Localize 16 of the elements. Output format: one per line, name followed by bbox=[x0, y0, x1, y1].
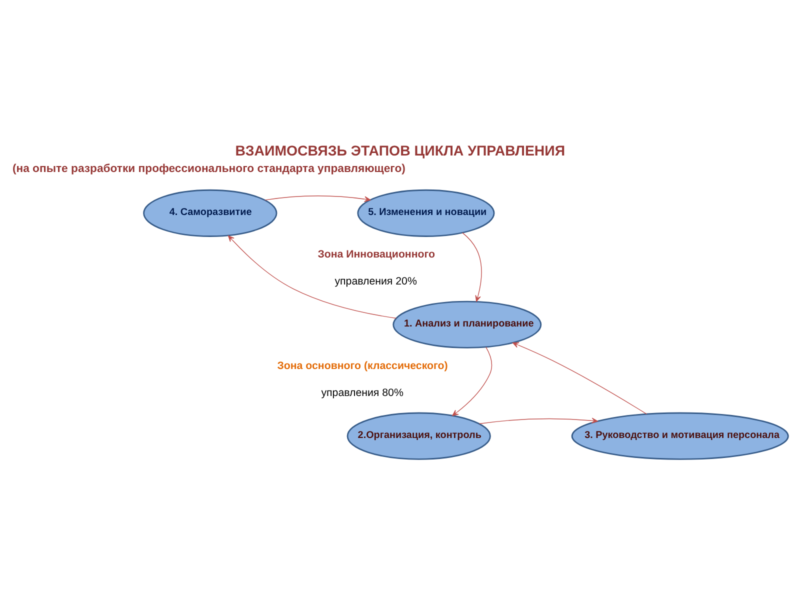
arrow bbox=[228, 234, 397, 318]
label: Зона основного (классического) bbox=[277, 360, 448, 372]
label: Зона Инновационного bbox=[318, 248, 436, 260]
arrow bbox=[512, 342, 647, 414]
arrow bbox=[478, 417, 598, 424]
diagram-title: ВЗАИМОСВЯЗЬ ЭТАПОВ ЦИКЛА УПРАВЛЕНИЯ bbox=[235, 142, 566, 159]
node-ellipse: 2.Организация, контроль bbox=[346, 412, 491, 460]
node-ellipse: 3. Руководство и мотивация персонала bbox=[571, 412, 789, 460]
arrow bbox=[264, 195, 371, 202]
arrow bbox=[452, 346, 492, 416]
label: управления 20% bbox=[334, 275, 417, 288]
label: (на опыте разработки профессионального стандарта управляющего) bbox=[12, 162, 406, 175]
label: управления 80% bbox=[321, 386, 404, 398]
arrow bbox=[462, 232, 482, 302]
node-ellipse: 5. Изменения и новации bbox=[357, 188, 495, 236]
node-ellipse: 4. Саморазвитие bbox=[143, 188, 278, 236]
